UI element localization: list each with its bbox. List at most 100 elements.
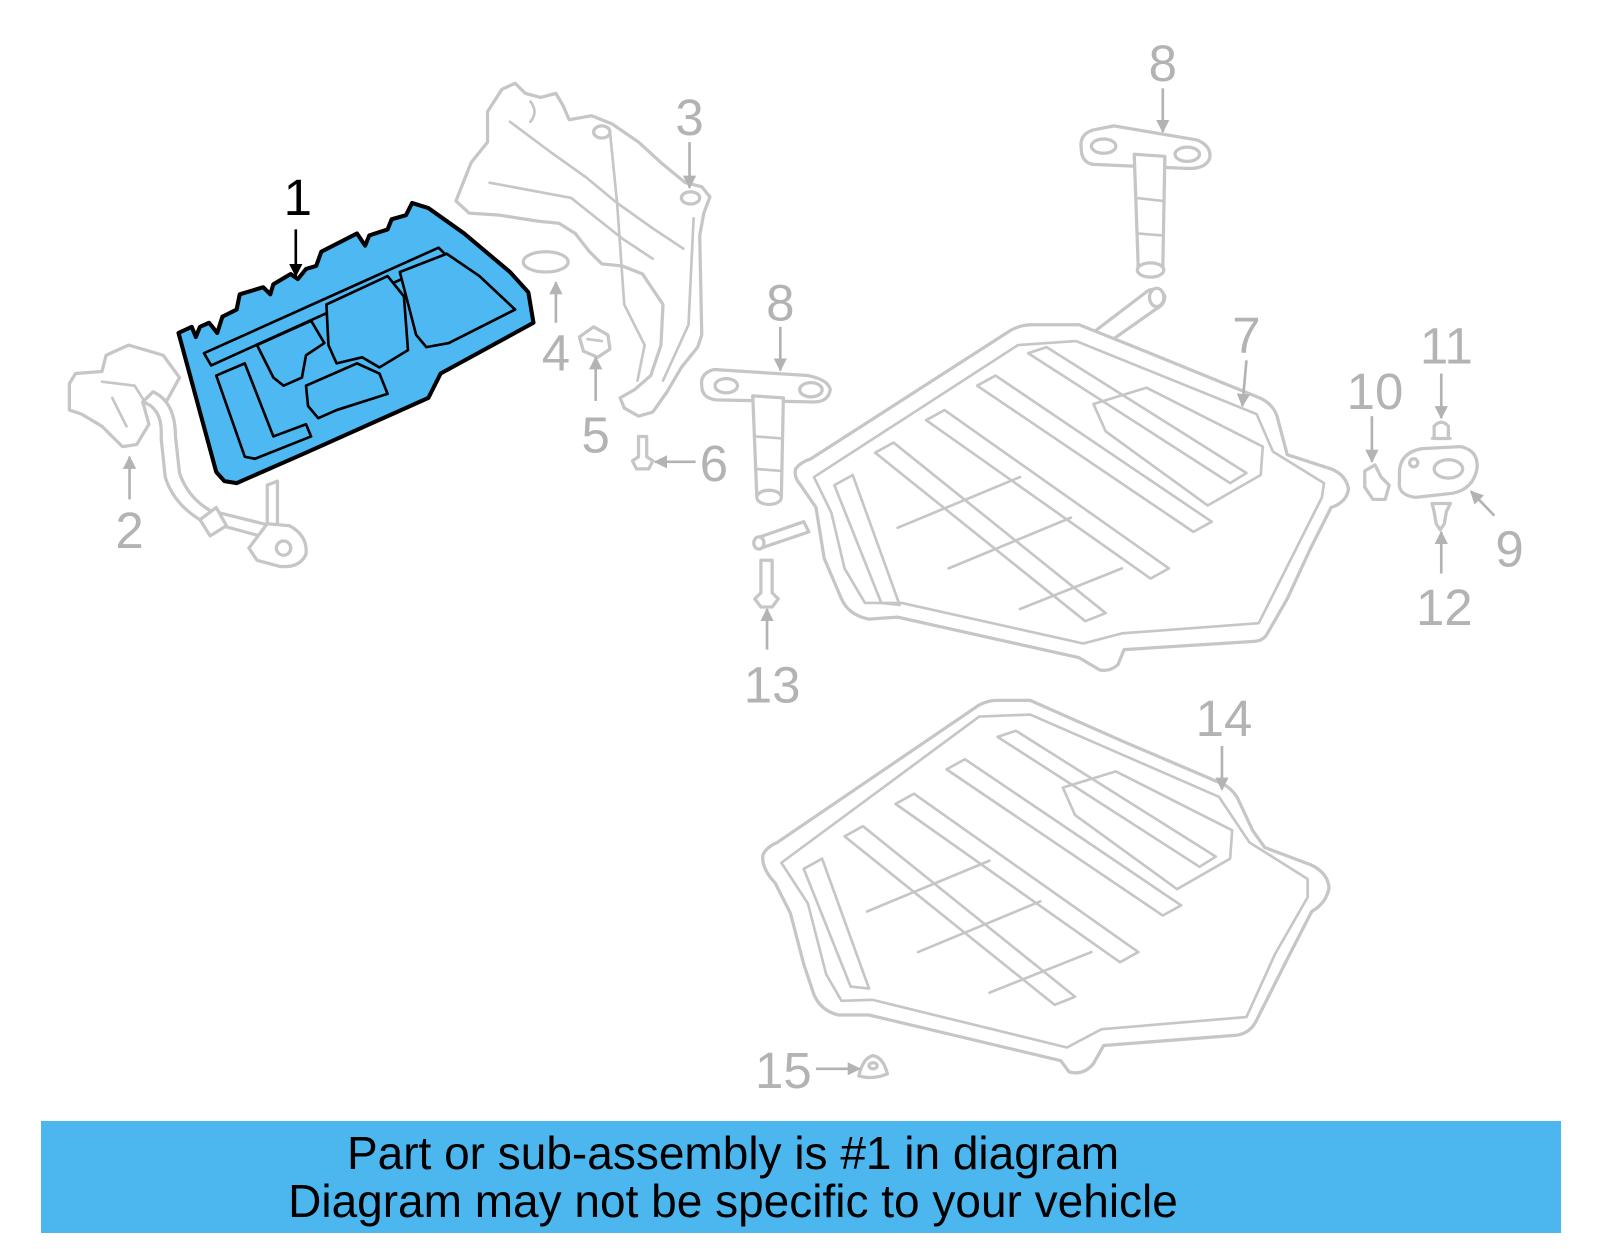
part-3-bracket-hole [592, 124, 612, 140]
part-7-rod-top-end [1147, 286, 1166, 309]
callout-14: 14 [1196, 690, 1253, 791]
part-7-skid-plate-rib [924, 408, 1171, 580]
part-13-bolt [753, 558, 780, 609]
part-2-bracket-collar [198, 505, 229, 538]
part-7-skid-plate-recess [1092, 386, 1265, 507]
part-7-rod-left-end [752, 535, 766, 551]
part-1-shield-left-channel [214, 362, 313, 461]
banner-vehicle-disclaimer: Diagram may not be specific to your vehi… [288, 1175, 1178, 1227]
part-14-skid-plate-rib [843, 824, 1077, 1007]
part-15-push-clip [857, 1053, 890, 1080]
callout-4-label: 4 [542, 325, 570, 382]
part-3-bracket [454, 81, 712, 418]
banner-part-notice: Part or sub-assembly is #1 in diagram [346, 1127, 1120, 1179]
part-14-skid-plate-rib [894, 792, 1140, 964]
part-9-bracket [1397, 444, 1479, 499]
part-8-mount-lower-hole-right [798, 381, 824, 399]
part-8-mount-lower [699, 367, 832, 507]
part-14-skid-plate-rib [996, 729, 1218, 869]
part-8-mount-lower-ridges [753, 435, 784, 473]
part-14-skid-plate-rib [802, 857, 871, 990]
callout-7-label: 7 [1232, 307, 1260, 364]
callout-11: 11 [1420, 317, 1473, 420]
part-8-mount-lower-flange [699, 367, 832, 404]
part-11-bolt [1430, 420, 1452, 441]
part-3-mount-hole [679, 190, 702, 206]
part-5-clip [577, 325, 612, 359]
part-7-skid-plate-rib [833, 473, 901, 607]
callout-6: 6 [653, 435, 728, 492]
callout-9-arrow [1469, 490, 1496, 517]
part-7-skid-plate [752, 286, 1351, 672]
callout-15: 15 [755, 1042, 861, 1099]
part-6-bolt [630, 434, 655, 471]
part-3-bracket-detail [488, 100, 695, 382]
callout-4: 4 [542, 281, 570, 382]
part-2-bracket-detail [100, 380, 147, 428]
callout-11-label: 11 [1420, 317, 1473, 374]
callout-10: 10 [1347, 363, 1404, 463]
callout-9-label: 9 [1495, 520, 1523, 577]
part-15-push-clip-center [867, 1061, 879, 1071]
callout-10-label: 10 [1347, 363, 1404, 420]
part-12-bolt [1430, 501, 1453, 532]
part-2-bracket [67, 343, 308, 569]
callout-3-label: 3 [675, 89, 703, 146]
callout-14-label: 14 [1196, 690, 1253, 747]
part-1-shield-pocket-b [325, 274, 410, 369]
callout-8-upper: 8 [1149, 35, 1177, 134]
callout-3: 3 [675, 89, 704, 189]
part-1-shield-pocket-a [255, 319, 326, 388]
callout-5: 5 [581, 356, 610, 464]
part-14-skid-plate-recess [1061, 770, 1234, 891]
part-8-mount-upper [1079, 124, 1212, 279]
part-9-bracket-hole [1432, 458, 1465, 480]
part-4-grommet [521, 250, 570, 274]
callout-5-label: 5 [581, 407, 609, 464]
part-5-clip-detail [586, 337, 604, 343]
callout-1: 1 [284, 169, 312, 278]
callout-8-lower: 8 [766, 275, 794, 372]
part-10-clip [1363, 463, 1391, 502]
part-7-skid-plate-rib [873, 441, 1108, 623]
callout-8-lower-label: 8 [766, 275, 794, 332]
part-7-skid-plate-rib [975, 374, 1214, 534]
callout-9: 9 [1469, 490, 1524, 577]
diagram-notice-banner: Part or sub-assembly is #1 in diagram Di… [41, 1121, 1561, 1233]
part-7-skid-plate-rib [1026, 345, 1248, 485]
part-8-mount-lower-hole-left [713, 376, 740, 395]
callout-12: 12 [1416, 530, 1473, 636]
part-1-shield-pocket-c [398, 252, 517, 349]
part-8-mount-lower-tube [751, 394, 785, 504]
part-14-skid-plate-rib [945, 757, 1183, 917]
part-3-bracket-body [454, 81, 712, 418]
part-14-skid-plate-cross-ribs [865, 859, 1093, 994]
callout-1-label: 1 [284, 169, 312, 226]
part-8-mount-upper-end [1135, 261, 1166, 279]
part-1-shield-lower-channel [304, 362, 389, 420]
callout-7-arrow [1236, 360, 1251, 408]
part-1-shield [176, 200, 536, 486]
callout-8-upper-label: 8 [1149, 35, 1177, 92]
part-7-skid-plate-outline [793, 323, 1351, 672]
part-8-mount-lower-end [755, 488, 783, 507]
part-8-mount-upper-hole-left [1089, 137, 1118, 155]
part-5-clip-body [577, 325, 612, 359]
callout-13: 13 [744, 607, 801, 713]
callout-12-label: 12 [1416, 579, 1473, 636]
part-8-mount-upper-tube [1132, 152, 1167, 275]
callout-15-label: 15 [755, 1042, 812, 1099]
part-14-skid-plate [761, 698, 1331, 1075]
part-11-bolt-head [1432, 420, 1451, 441]
callout-2: 2 [115, 455, 144, 559]
callout-7: 7 [1232, 307, 1261, 408]
callout-6-label: 6 [700, 435, 728, 492]
part-2-bracket-hole [274, 539, 293, 557]
callout-2-label: 2 [115, 502, 143, 559]
part-14-skid-plate-rim [779, 713, 1309, 1049]
callout-13-label: 13 [744, 656, 801, 713]
part-7-skid-plate-cross-ribs [896, 475, 1124, 611]
part-7-skid-plate-rim [812, 339, 1326, 645]
part-9-bracket-small-hole [1408, 457, 1420, 469]
